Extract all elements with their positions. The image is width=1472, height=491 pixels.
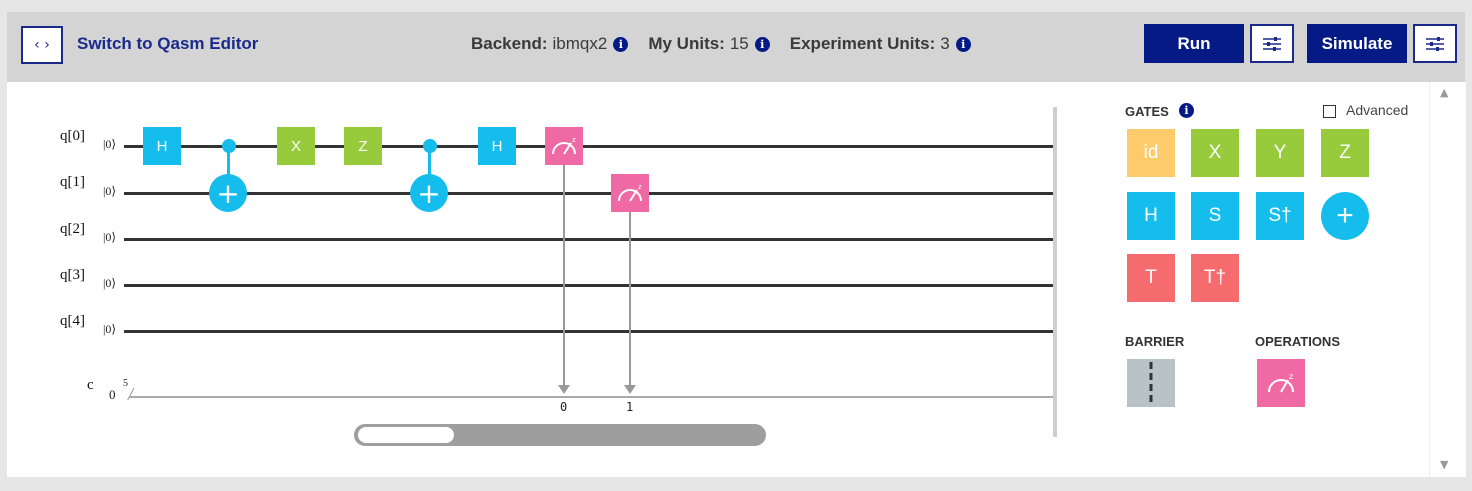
- meter-icon: z: [618, 183, 642, 202]
- barrier-icon: [1149, 362, 1153, 404]
- qubit-label: q[3]: [60, 267, 85, 283]
- measure-line: [629, 212, 631, 387]
- cnot-gate[interactable]: +: [1321, 192, 1369, 240]
- qubit-wire[interactable]: [124, 330, 1056, 333]
- measure-arrow: [624, 385, 636, 394]
- svg-text:z: z: [572, 136, 576, 144]
- horizontal-scroll-thumb[interactable]: [358, 427, 454, 443]
- operations-title: OPERATIONS: [1255, 334, 1340, 349]
- ket-zero: |0⟩: [103, 276, 117, 290]
- y-gate[interactable]: Y: [1256, 129, 1304, 177]
- circuit-canvas[interactable]: q[0] q[1] q[2] q[3] q[4] |0⟩ |0⟩ |0⟩ |0⟩…: [7, 82, 1067, 477]
- simulate-button[interactable]: Simulate: [1307, 24, 1407, 63]
- info-icon[interactable]: i: [955, 36, 971, 52]
- composer-frame: ‹ › Switch to Qasm Editor Backend: ibmqx…: [7, 12, 1466, 477]
- simulate-settings-button[interactable]: [1413, 24, 1457, 63]
- info-icon[interactable]: i: [1179, 103, 1194, 118]
- sliders-icon: [1263, 36, 1281, 51]
- svg-text:z: z: [638, 183, 642, 191]
- t-gate[interactable]: T: [1127, 254, 1175, 302]
- barrier-gate[interactable]: [1127, 359, 1175, 407]
- svg-text:z: z: [1289, 372, 1293, 381]
- qubit-label: q[2]: [60, 221, 85, 237]
- qubit-label: q[1]: [60, 174, 85, 190]
- classical-register-slash: /: [128, 384, 134, 404]
- cnot-connector: [428, 146, 431, 176]
- h-gate[interactable]: H: [478, 127, 516, 165]
- qubit-label: q[0]: [60, 128, 85, 144]
- ket-zero: |0⟩: [103, 137, 117, 151]
- classical-register-size: 5: [123, 378, 128, 389]
- meter-icon: z: [1268, 372, 1294, 393]
- run-settings-button[interactable]: [1250, 24, 1294, 63]
- measure-gate[interactable]: z: [545, 127, 583, 165]
- h-gate[interactable]: H: [1127, 192, 1175, 240]
- code-brackets-glyph: ‹ ›: [34, 37, 50, 53]
- sliders-icon: [1426, 36, 1444, 51]
- ket-zero: |0⟩: [103, 184, 117, 198]
- backend-value: ibmqx2: [552, 34, 608, 53]
- gates-title: GATES: [1125, 104, 1169, 119]
- ket-zero: |0⟩: [103, 322, 117, 336]
- classical-register-label: c: [87, 377, 94, 393]
- x-gate[interactable]: X: [1191, 129, 1239, 177]
- chevron-up-icon[interactable]: ▲: [1440, 86, 1449, 99]
- classical-init-value: 0: [109, 387, 116, 402]
- cnot-target[interactable]: +: [209, 174, 247, 212]
- id-gate[interactable]: id: [1127, 129, 1175, 177]
- qubit-wire[interactable]: [124, 192, 1056, 195]
- classical-bit-label: 0: [560, 400, 568, 414]
- qubit-wire[interactable]: [124, 238, 1056, 241]
- my-units-value: 15: [729, 34, 749, 53]
- qubit-wire[interactable]: [124, 284, 1056, 287]
- t-dagger-gate[interactable]: T†: [1191, 254, 1239, 302]
- classical-bit-label: 1: [626, 400, 634, 414]
- my-units-key: My Units:: [648, 34, 725, 53]
- info-icon[interactable]: i: [754, 36, 770, 52]
- s-gate[interactable]: S: [1191, 192, 1239, 240]
- measure-line: [563, 165, 565, 387]
- meter-icon: z: [552, 136, 576, 155]
- code-brackets-icon[interactable]: ‹ ›: [21, 26, 63, 64]
- x-gate[interactable]: X: [277, 127, 315, 165]
- measure-gate[interactable]: z: [611, 174, 649, 212]
- s-dagger-gate[interactable]: S†: [1256, 192, 1304, 240]
- toolbar: ‹ › Switch to Qasm Editor Backend: ibmqx…: [7, 12, 1465, 82]
- qubit-wire[interactable]: [124, 145, 1056, 148]
- info-icon[interactable]: i: [613, 36, 629, 52]
- horizontal-scrollbar[interactable]: [354, 424, 766, 446]
- chevron-down-icon[interactable]: ▼: [1440, 458, 1449, 471]
- advanced-label: Advanced: [1346, 102, 1409, 118]
- cnot-control-dot[interactable]: [222, 139, 236, 153]
- z-gate[interactable]: Z: [1321, 129, 1369, 177]
- cnot-target[interactable]: +: [410, 174, 448, 212]
- backend-key: Backend:: [471, 34, 548, 53]
- measure-operation[interactable]: z: [1257, 359, 1305, 407]
- z-gate[interactable]: Z: [344, 127, 382, 165]
- backend-info: Backend: ibmqx2 i My Units: 15 i Experim…: [471, 34, 971, 54]
- experiment-units-value: 3: [940, 34, 950, 53]
- h-gate[interactable]: H: [143, 127, 181, 165]
- measure-arrow: [558, 385, 570, 394]
- experiment-units-key: Experiment Units:: [789, 34, 936, 53]
- run-button[interactable]: Run: [1144, 24, 1244, 63]
- classical-wire: [129, 396, 1056, 398]
- advanced-checkbox[interactable]: [1323, 105, 1336, 118]
- cnot-connector: [227, 146, 230, 176]
- qubit-label: q[4]: [60, 313, 85, 329]
- cnot-control-dot[interactable]: [423, 139, 437, 153]
- switch-to-qasm-editor-link[interactable]: Switch to Qasm Editor: [77, 34, 259, 53]
- ket-zero: |0⟩: [103, 230, 117, 244]
- canvas-divider: [1053, 107, 1057, 437]
- vertical-scrollbar[interactable]: ▲ ▼: [1429, 82, 1466, 477]
- barrier-title: BARRIER: [1125, 334, 1185, 349]
- gate-palette: GATES i Advanced id X Y Z H S S† + T T† …: [1117, 82, 1437, 477]
